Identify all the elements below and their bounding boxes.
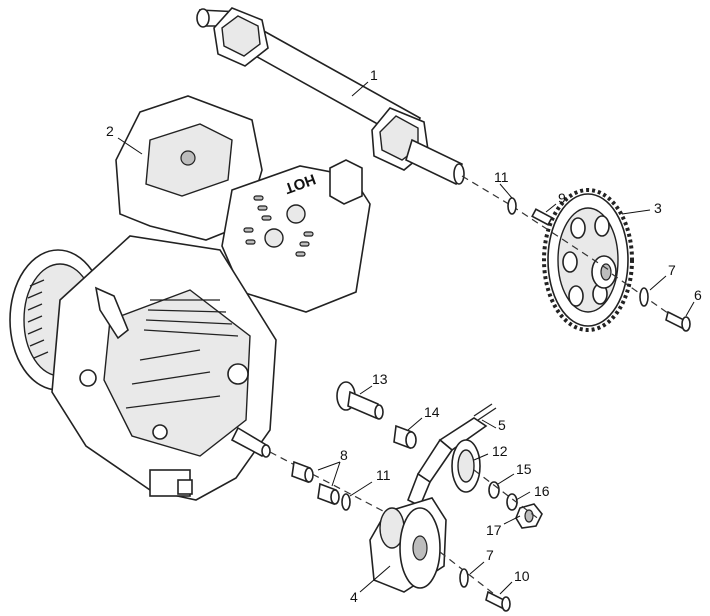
large-sprocket xyxy=(542,188,634,332)
nut-17 xyxy=(515,503,543,529)
snap-ring-upper xyxy=(507,197,517,215)
bolt-upper xyxy=(665,310,691,332)
callout-10: 10 xyxy=(514,568,530,584)
callout-3: 3 xyxy=(654,200,662,216)
leader-lines xyxy=(117,81,695,595)
idler-pin xyxy=(336,381,384,420)
callout-9: 9 xyxy=(558,190,566,206)
axle-shaft xyxy=(196,7,465,186)
snap-ring-lower xyxy=(341,493,351,511)
shaft-key xyxy=(531,208,553,226)
callout-16: 16 xyxy=(534,483,550,499)
callout-15: 15 xyxy=(516,461,532,477)
callout-4: 4 xyxy=(350,589,358,605)
callout-11-upper: 11 xyxy=(494,169,509,185)
washer-15 xyxy=(488,481,500,499)
bolt-lower xyxy=(485,590,511,612)
drive-chain xyxy=(406,403,497,508)
callout-7-lower: 7 xyxy=(486,547,494,563)
callout-12: 12 xyxy=(492,443,508,459)
callout-2: 2 xyxy=(106,123,114,139)
spacer-pair xyxy=(291,460,340,506)
callout-11-lower: 11 xyxy=(376,467,391,483)
washer-lower xyxy=(459,568,469,588)
engine-assembly xyxy=(9,95,371,501)
small-sprocket xyxy=(451,439,481,493)
callout-14: 14 xyxy=(424,404,440,420)
callout-13: 13 xyxy=(372,371,388,387)
clutch-drum xyxy=(369,497,447,593)
callout-7-upper: 7 xyxy=(668,262,676,278)
bushing xyxy=(393,424,417,450)
callout-1: 1 xyxy=(370,67,378,83)
callout-5: 5 xyxy=(498,417,506,433)
callout-8: 8 xyxy=(340,447,348,463)
callout-6: 6 xyxy=(694,287,702,303)
washer-upper xyxy=(639,287,649,307)
callout-17: 17 xyxy=(486,522,502,538)
